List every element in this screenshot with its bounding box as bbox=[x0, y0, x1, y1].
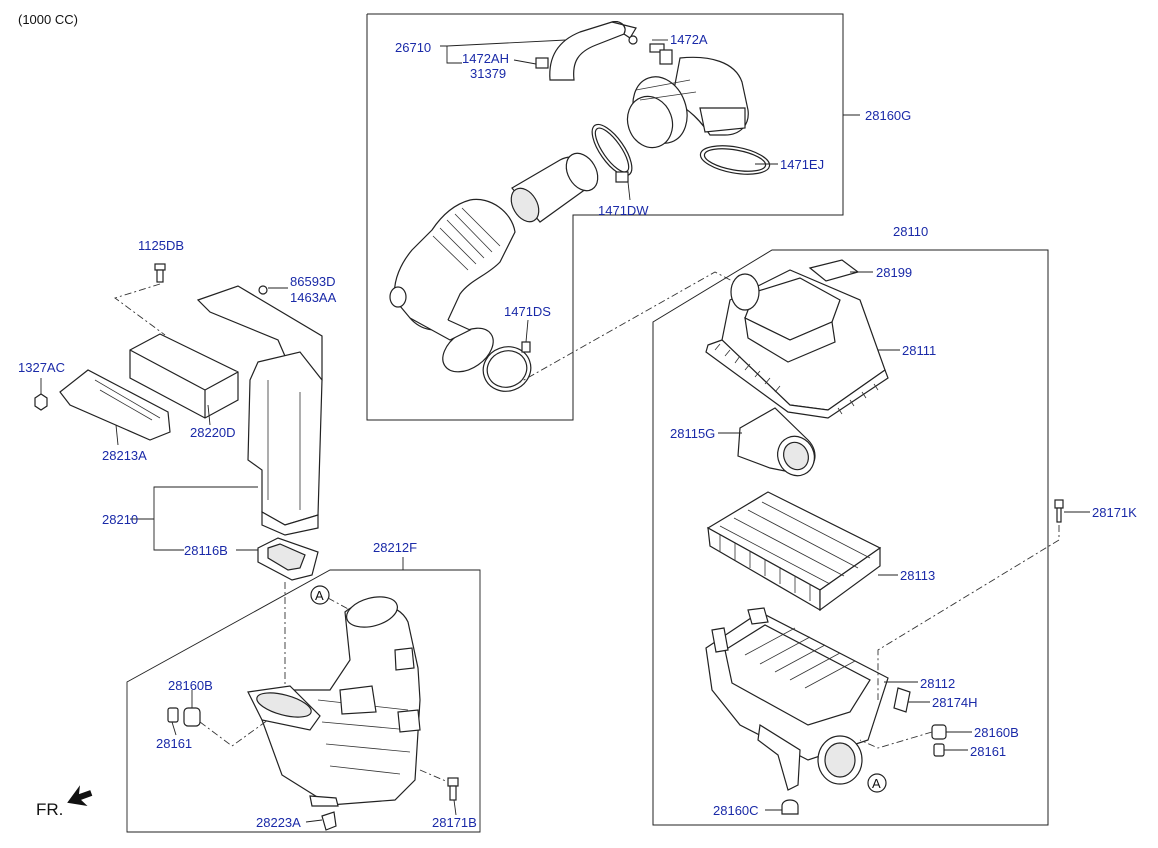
label-1125DB[interactable]: 1125DB bbox=[138, 238, 184, 253]
label-28223A[interactable]: 28223A bbox=[256, 815, 301, 830]
label-28212F[interactable]: 28212F bbox=[373, 540, 417, 555]
label-28161-right[interactable]: 28161 bbox=[970, 744, 1006, 759]
label-1472A[interactable]: 1472A bbox=[670, 32, 708, 47]
label-1471DS[interactable]: 1471DS bbox=[504, 304, 551, 319]
label-28112[interactable]: 28112 bbox=[920, 676, 955, 691]
fr-arrow-icon bbox=[67, 785, 93, 806]
duct-support bbox=[59, 369, 171, 441]
inlet-duct-group: 28212F A 28160B 28161 28171B bbox=[126, 540, 481, 833]
front-direction-label: FR. bbox=[36, 800, 63, 819]
label-86593D[interactable]: 86593D bbox=[290, 274, 336, 289]
label-28113[interactable]: 28113 bbox=[900, 568, 935, 583]
label-28115G[interactable]: 28115G bbox=[670, 426, 715, 441]
label-28213A[interactable]: 28213A bbox=[102, 448, 147, 463]
label-28199[interactable]: 28199 bbox=[876, 265, 912, 280]
label-28210[interactable]: 28210 bbox=[102, 512, 138, 527]
air-cleaner-group: 28110 28199 28111 28115G 28113 bbox=[652, 224, 1137, 826]
label-31379[interactable]: 31379 bbox=[470, 66, 506, 81]
svg-text:A: A bbox=[315, 588, 324, 603]
svg-text:A: A bbox=[872, 776, 881, 791]
label-1471EJ[interactable]: 1471EJ bbox=[780, 157, 824, 172]
label-28161-left[interactable]: 28161 bbox=[156, 736, 192, 751]
label-26710[interactable]: 26710 bbox=[395, 40, 431, 55]
corrugated-hose bbox=[393, 198, 516, 331]
label-28111[interactable]: 28111 bbox=[902, 343, 936, 358]
label-28220D[interactable]: 28220D bbox=[190, 425, 236, 440]
label-1472AH[interactable]: 1472AH bbox=[462, 51, 509, 66]
label-28116B[interactable]: 28116B bbox=[184, 543, 228, 558]
label-28160C[interactable]: 28160C bbox=[713, 803, 759, 818]
breather-hose bbox=[549, 21, 626, 81]
label-1471DW[interactable]: 1471DW bbox=[598, 203, 649, 218]
label-1327AC[interactable]: 1327AC bbox=[18, 360, 65, 375]
label-28160B-right[interactable]: 28160B bbox=[974, 725, 1019, 740]
callout-a-icon: A bbox=[867, 773, 887, 793]
label-28160B-left[interactable]: 28160B bbox=[168, 678, 213, 693]
label-1463AA[interactable]: 1463AA bbox=[290, 290, 337, 305]
label-28171B[interactable]: 28171B bbox=[432, 815, 477, 830]
label-28174H[interactable]: 28174H bbox=[932, 695, 978, 710]
air-duct-group: 1125DB 86593D 1463AA 28220D 28213A 1327A… bbox=[18, 238, 337, 700]
callout-a-icon: A bbox=[310, 585, 330, 605]
air-duct bbox=[247, 351, 323, 526]
label-28171K[interactable]: 28171K bbox=[1092, 505, 1137, 520]
label-28160G[interactable]: 28160G bbox=[865, 108, 911, 123]
intake-hose-group: 28160G 26710 1472AH 31379 1472A 1471EJ bbox=[366, 13, 911, 421]
label-28110[interactable]: 28110 bbox=[893, 224, 928, 239]
engine-variant-label: (1000 CC) bbox=[18, 12, 78, 27]
